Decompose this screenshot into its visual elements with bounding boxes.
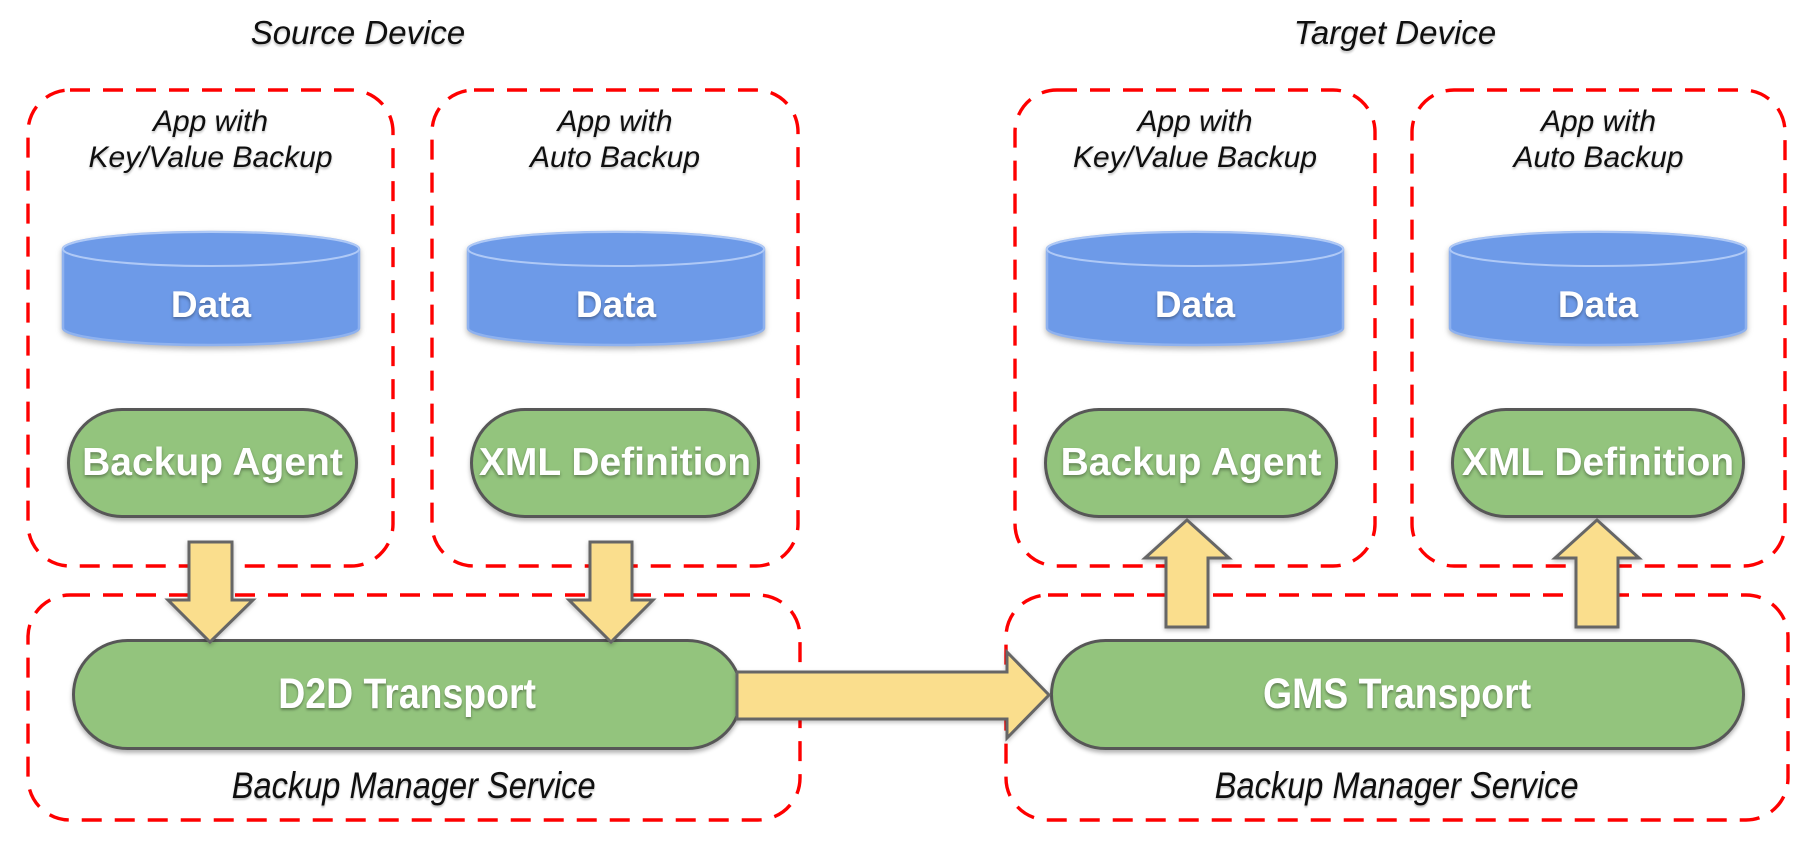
d2d-transport-pill: D2D Transport: [72, 639, 743, 750]
source-backup-agent-label: Backup Agent: [82, 441, 343, 484]
target-backup-agent-pill: Backup Agent: [1044, 408, 1338, 518]
source-app-keyvalue-boundary: [26, 88, 395, 568]
source-auto-data-cylinder: [466, 230, 766, 347]
source-xml-definition-label: XML Definition: [478, 441, 752, 484]
gms-transport-label: GMS Transport: [1263, 670, 1532, 718]
target-xml-definition-pill: XML Definition: [1451, 408, 1745, 518]
target-backup-agent-label: Backup Agent: [1060, 441, 1322, 484]
source-app-auto-boundary: [430, 88, 800, 568]
source-xml-definition-pill: XML Definition: [470, 408, 760, 518]
source-keyvalue-data-cylinder: [61, 230, 361, 347]
source-backup-manager-boundary: [26, 593, 802, 822]
target-auto-data-cylinder: [1448, 230, 1748, 347]
d2d-transport-label: D2D Transport: [278, 670, 537, 718]
target-backup-manager-boundary: [1004, 593, 1790, 822]
target-keyvalue-data-cylinder: [1045, 230, 1345, 347]
source-backup-agent-pill: Backup Agent: [67, 408, 358, 518]
target-xml-definition-label: XML Definition: [1461, 441, 1735, 484]
gms-transport-pill: GMS Transport: [1050, 639, 1745, 750]
